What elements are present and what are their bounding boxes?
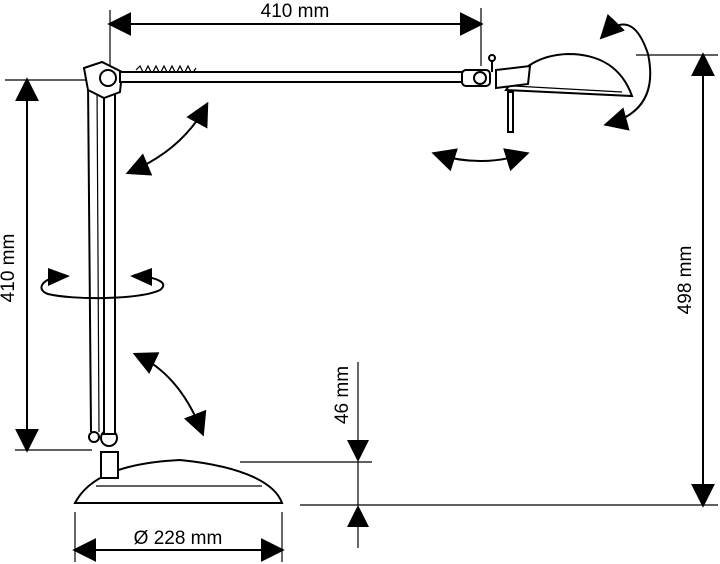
vertical-arm-dimension: 410 mm bbox=[0, 77, 92, 453]
lamp-base-pivot bbox=[100, 451, 119, 479]
tension-spring bbox=[135, 64, 197, 76]
switch-pull-cord bbox=[507, 91, 514, 133]
upper-arm-tilt-arrow bbox=[125, 101, 209, 176]
total-height-dimension-label: 498 mm bbox=[675, 246, 696, 315]
head-rotation-arrow bbox=[599, 13, 652, 131]
base-diameter-dimension: Ø 228 mm bbox=[72, 512, 285, 562]
vertical-arm-inner-line bbox=[96, 81, 100, 433]
head-knob bbox=[488, 54, 496, 62]
base-diameter-dimension-label: Ø 228 mm bbox=[134, 528, 223, 549]
rotation-indicators bbox=[40, 13, 652, 437]
head-pivot bbox=[473, 71, 487, 85]
vertical-arm-rotation-ellipse bbox=[40, 274, 165, 300]
base-dim-arrow-up bbox=[347, 505, 369, 527]
vertical-arm-rod bbox=[103, 81, 116, 435]
top-arm-dimension-label: 410 mm bbox=[261, 1, 330, 22]
shade-neck bbox=[495, 64, 532, 90]
head-swivel-arrow bbox=[431, 148, 530, 172]
vertical-arm-dimension-label: 410 mm bbox=[0, 234, 19, 303]
base-dim-arrow-down bbox=[347, 440, 369, 462]
lamp-base bbox=[73, 458, 284, 504]
vertical-arm-spring-rod bbox=[87, 81, 92, 433]
elbow-pivot bbox=[99, 69, 117, 87]
rotation-arrow-left bbox=[48, 268, 70, 286]
lower-joint-spring-anchor bbox=[88, 431, 100, 443]
base-height-dimension-label: 46 mm bbox=[332, 366, 353, 424]
base-height-dimension: 46 mm bbox=[240, 362, 372, 548]
total-height-dimension: 498 mm bbox=[300, 52, 718, 508]
rotation-arrow-right bbox=[130, 268, 152, 286]
horizontal-arm bbox=[119, 71, 481, 83]
top-arm-dimension: 410 mm bbox=[107, 1, 484, 70]
lower-arm-tilt-arrow bbox=[132, 352, 207, 437]
desk-lamp bbox=[73, 52, 634, 504]
